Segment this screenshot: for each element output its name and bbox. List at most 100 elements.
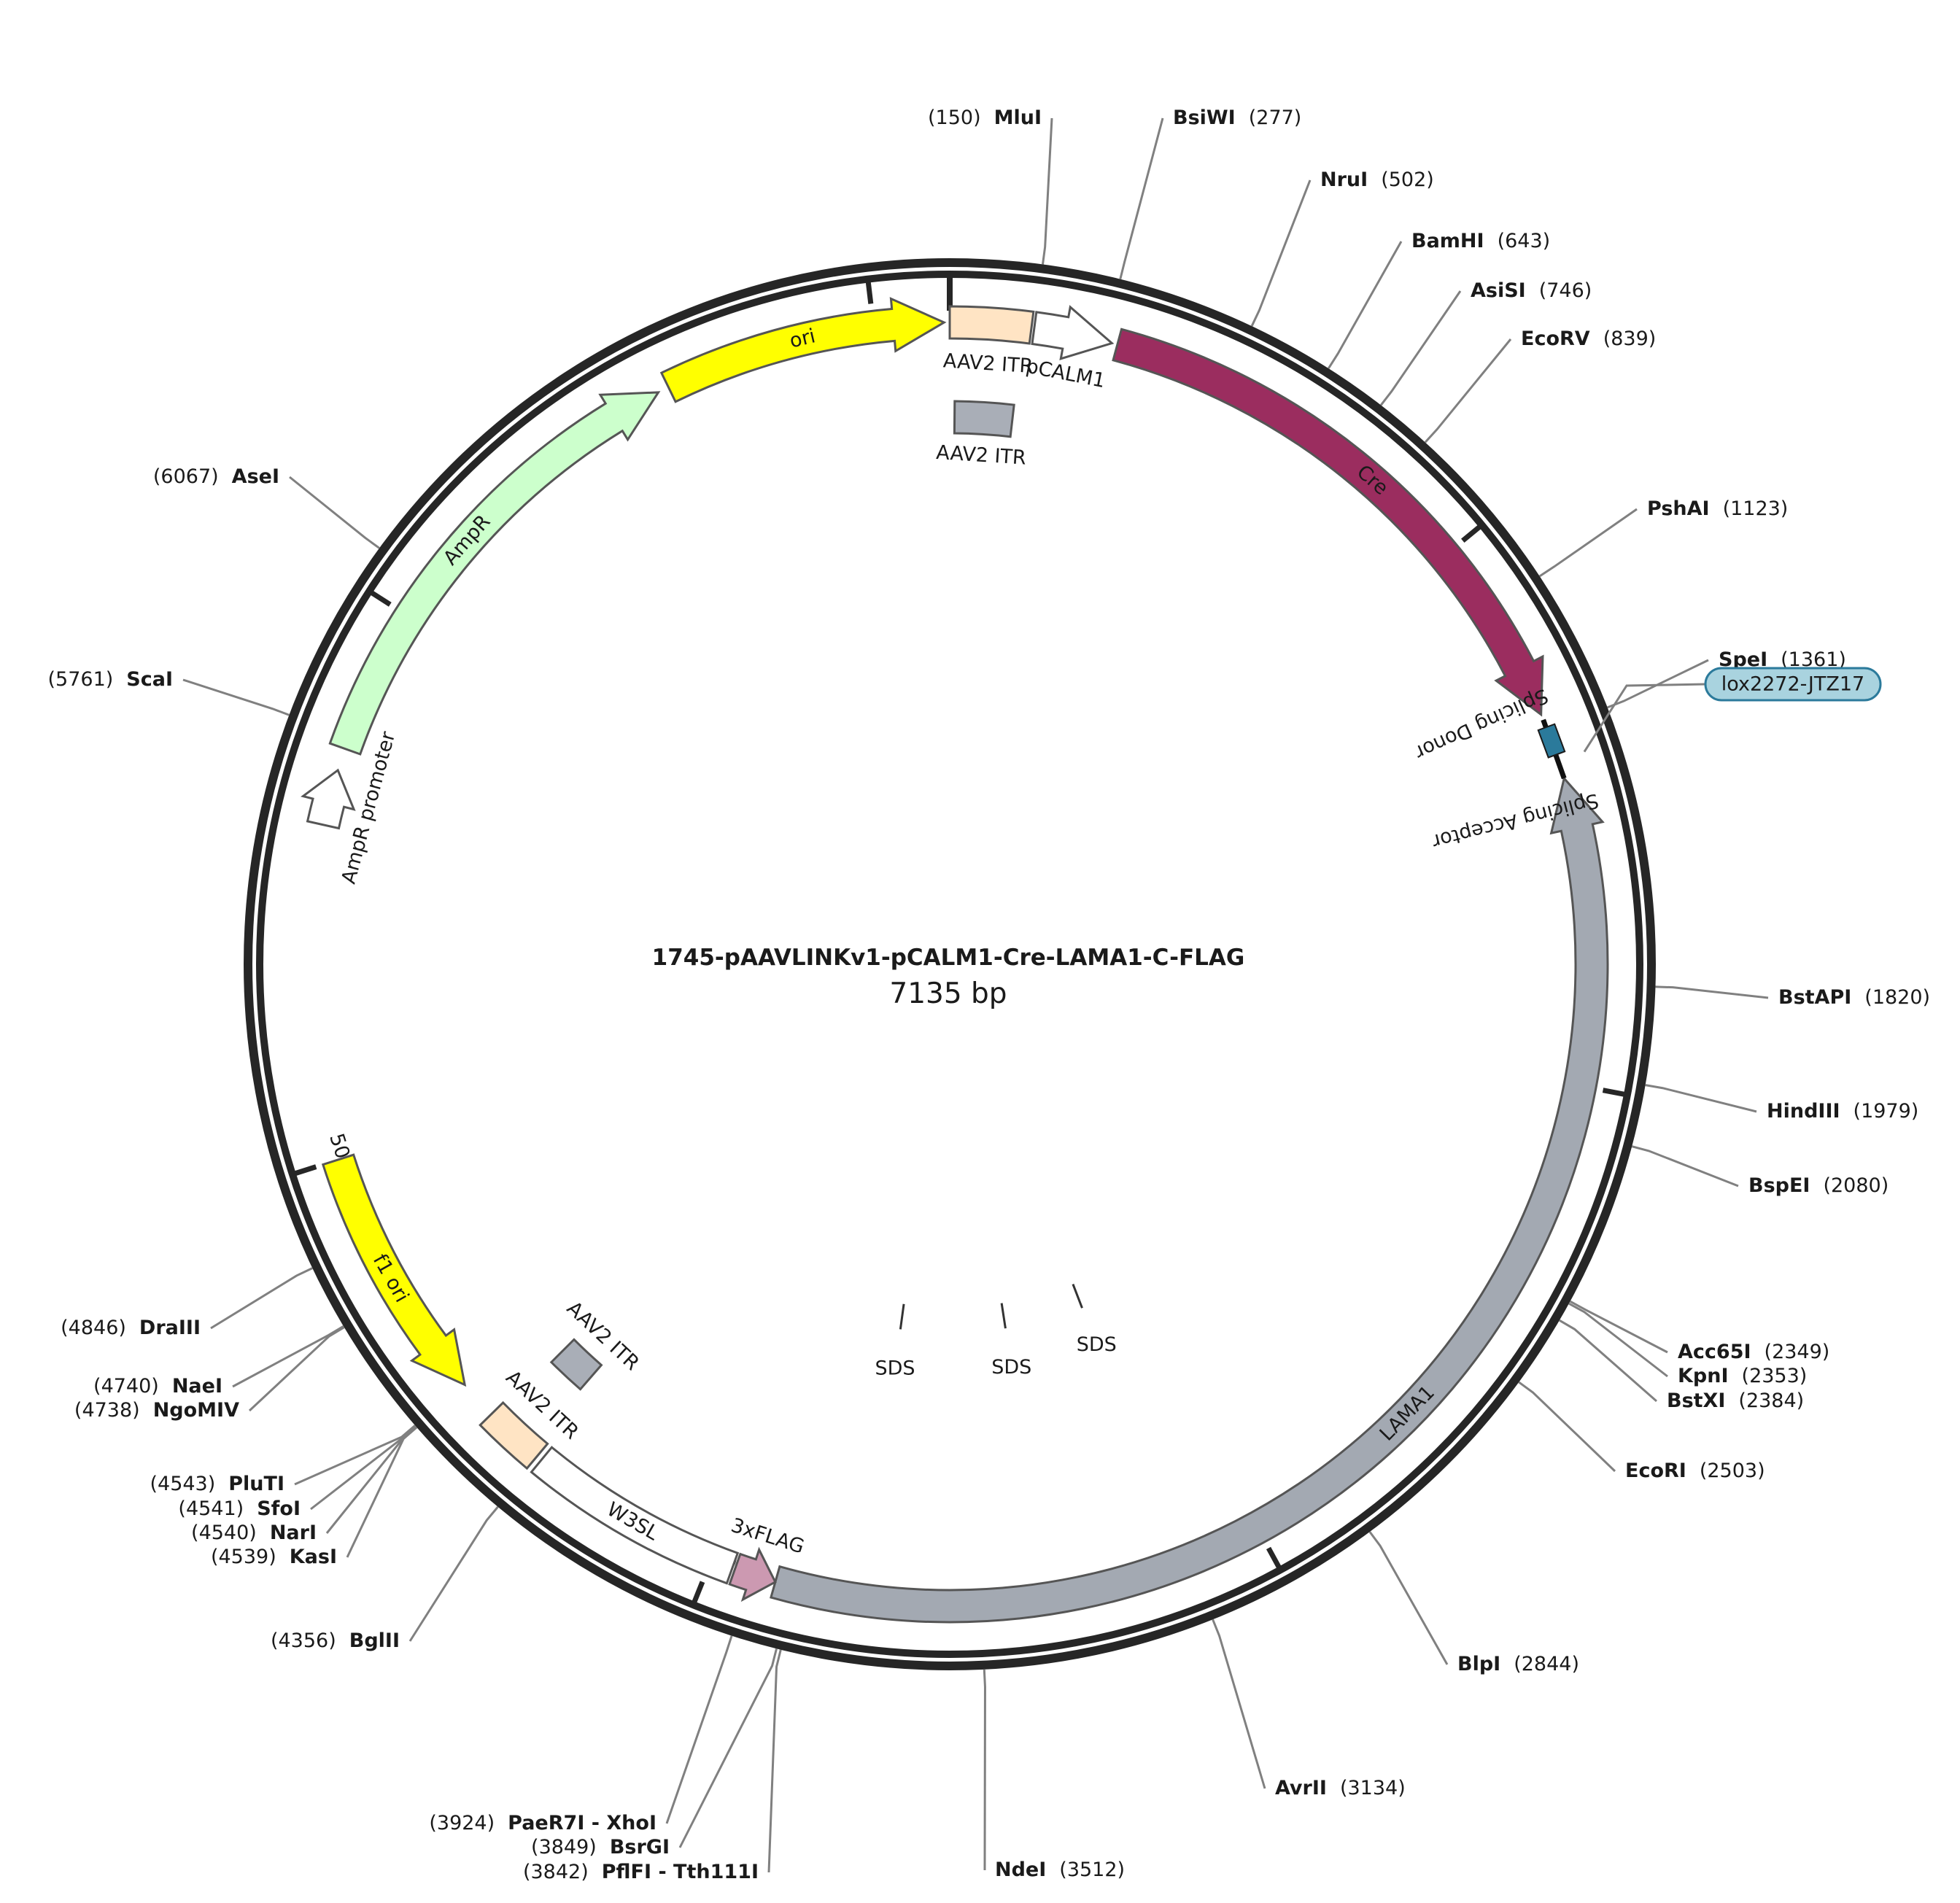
site-label-avrii: AvrII (3134) <box>1275 1777 1406 1799</box>
badge-lox2272 <box>1704 667 1882 702</box>
site-position: (4541) <box>178 1497 244 1520</box>
site-position: (1820) <box>1864 986 1930 1009</box>
site-name: BamHI <box>1411 230 1484 252</box>
site-name: NdeI <box>995 1859 1046 1881</box>
lox-marker <box>1537 723 1566 759</box>
site-name: PaeR7I - XhoI <box>508 1812 656 1834</box>
site-label-paer7i-xhoi: (3924) PaeR7I - XhoI <box>429 1812 656 1834</box>
lox-site-group: lox2272-JTZ17 <box>1537 667 1882 780</box>
site-position: (3512) <box>1059 1859 1125 1881</box>
site-position: (2080) <box>1823 1174 1889 1197</box>
site-leader <box>678 1648 778 1848</box>
site-label-bglii: (4356) BglII <box>271 1629 400 1652</box>
site-label-kpni: KpnI(2353) <box>1678 1365 1807 1387</box>
site-position: (4740) <box>93 1375 159 1398</box>
site-label-bsrgi: (3849)BsrGI <box>531 1836 670 1859</box>
tick-mark <box>1461 524 1481 543</box>
tick-mark <box>294 1164 317 1177</box>
feature-itr-top <box>948 305 1035 345</box>
site-position: (643) <box>1498 230 1551 252</box>
tick-mark <box>692 1581 705 1603</box>
site-name: Acc65I <box>1678 1341 1751 1363</box>
site-name: NgoMIV <box>153 1399 239 1422</box>
site-name: MluI <box>994 106 1042 129</box>
site-position: (3842) <box>523 1861 589 1883</box>
site-leader <box>325 1426 417 1534</box>
site-position: (2844) <box>1514 1653 1579 1675</box>
site-leader <box>1119 117 1164 280</box>
site-label-pluti: (4543) PluTI <box>150 1473 284 1495</box>
tick-mark <box>1602 1088 1625 1097</box>
feature-itr-top-inner <box>953 400 1015 438</box>
tick-mark <box>1266 1546 1282 1569</box>
site-position: (4356) <box>271 1629 336 1652</box>
site-name: BsiWI <box>1173 106 1236 129</box>
site-label-bamhi: BamHI (643) <box>1411 230 1550 252</box>
site-name: NarI <box>270 1522 317 1544</box>
feature-label-itr-top-inner: AAV2 ITR <box>936 441 1027 470</box>
site-position: (502) <box>1381 168 1434 191</box>
site-label-hindiii: HindIII(1979) <box>1767 1100 1918 1123</box>
site-position: (277) <box>1249 106 1302 129</box>
backbone-outer <box>244 258 1656 1670</box>
feature-label-itr-top: AAV2 ITR <box>942 349 1034 378</box>
site-position: (3134) <box>1340 1777 1406 1799</box>
site-position: (2349) <box>1765 1341 1830 1363</box>
badge-label: lox2272-JTZ17 <box>1721 673 1864 696</box>
site-name: BlpI <box>1457 1653 1500 1675</box>
site-leader <box>1559 1319 1657 1403</box>
site-leader <box>1568 1302 1668 1378</box>
site-leader <box>346 1426 418 1558</box>
site-leader <box>1368 1531 1449 1665</box>
annotation-splicing-donor: Splicing Donor <box>1411 684 1552 764</box>
backbone-inner <box>256 271 1643 1658</box>
site-leader <box>1328 241 1403 369</box>
site-position: (4540) <box>191 1522 257 1544</box>
site-name: PluTI <box>228 1473 284 1495</box>
annotation-mark <box>1000 1303 1007 1329</box>
site-leader <box>1538 508 1638 578</box>
site-name: DraIII <box>139 1317 201 1339</box>
site-leader <box>1424 338 1512 443</box>
site-label-ecori: EcoRI(2503) <box>1625 1460 1765 1482</box>
site-position: (3849) <box>531 1836 597 1859</box>
site-leader <box>294 1425 416 1486</box>
tick-mark <box>370 590 392 607</box>
site-leader <box>665 1635 733 1824</box>
site-position: (3924) <box>429 1812 495 1834</box>
site-label-scai: (5761)ScaI <box>48 668 174 691</box>
site-name: AvrII <box>1275 1777 1327 1799</box>
site-name: HindIII <box>1767 1100 1840 1123</box>
site-leader <box>983 1669 986 1871</box>
site-leader <box>248 1326 345 1412</box>
site-leader <box>1569 1300 1668 1354</box>
site-position: (4543) <box>150 1473 215 1495</box>
site-leader <box>310 1425 417 1511</box>
site-position: (2384) <box>1738 1390 1804 1412</box>
feature-flag <box>728 1546 777 1602</box>
site-label-bspei: BspEI(2080) <box>1748 1174 1889 1197</box>
feature-pcalm1 <box>1031 305 1115 361</box>
annotation-sds-2: SDS <box>991 1356 1031 1379</box>
annotation-mark <box>1072 1284 1083 1309</box>
site-label-blpi: BlpI (2844) <box>1457 1653 1579 1675</box>
site-name: BstXI <box>1667 1390 1725 1412</box>
site-label-ecorv: EcoRV(839) <box>1521 327 1656 350</box>
feature-label-flag: 3xFLAG <box>728 1514 807 1559</box>
site-name: BglII <box>349 1629 400 1652</box>
site-label-asisi: AsiSI(746) <box>1471 279 1592 302</box>
site-position: (4846) <box>61 1317 126 1339</box>
annotation-sds-3: SDS <box>875 1357 915 1379</box>
site-position: (150) <box>928 106 981 129</box>
feature-w3sl <box>530 1446 740 1585</box>
site-label-nari: (4540) NarI <box>191 1522 317 1544</box>
feature-lama1 <box>770 775 1609 1624</box>
site-leader <box>1042 117 1053 265</box>
feature-ampr <box>328 391 661 756</box>
site-position: (2353) <box>1742 1365 1808 1387</box>
site-leader <box>1645 1084 1757 1113</box>
site-leader <box>289 476 380 549</box>
site-position: (4738) <box>74 1399 140 1422</box>
